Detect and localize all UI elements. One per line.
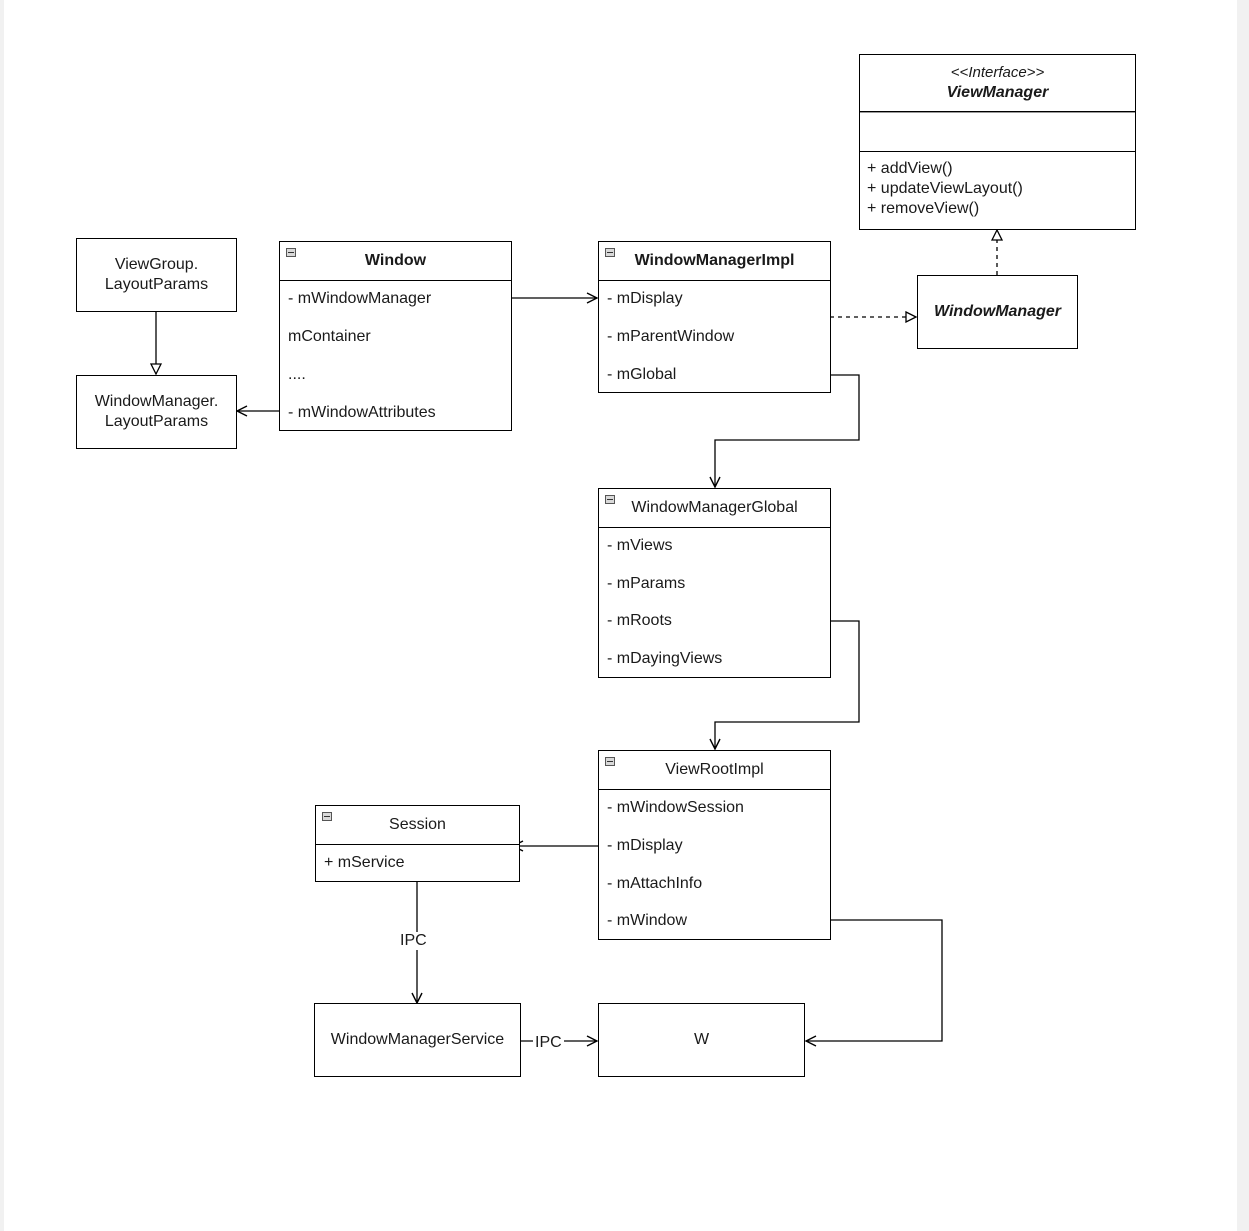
viewroot-class-name: ViewRootImpl [665,761,764,778]
diagram-canvas: <<Interface>> ViewManager + addView() + … [4,0,1237,1231]
viewgroup-layoutparams[interactable]: ViewGroup. LayoutParams [76,238,237,312]
session-class[interactable]: Session + mService [315,805,520,882]
collapse-icon[interactable] [286,248,296,257]
interface-header: <<Interface>> ViewManager [860,55,1135,112]
interface-stereotype: <<Interface>> [950,64,1045,81]
windowmanager-name: WindowManager [934,303,1061,320]
wmparams-line2: LayoutParams [104,413,209,430]
edge-mwindow [806,919,943,1041]
global-class-name: WindowManagerGlobal [631,499,798,516]
viewroot-header: ViewRootImpl [599,751,830,790]
wmparams-line1: WindowManager. [94,393,219,410]
viewgroup-line2: LayoutParams [104,276,209,293]
windowmanagerimpl-class[interactable]: WindowManagerImpl - mDisplay - mParentWi… [598,241,831,393]
viewroot-field: - mAttachInfo [607,875,703,892]
session-class-name: Session [389,816,446,833]
window-header: Window [280,242,511,281]
edge-mglobal [715,374,860,487]
w-box[interactable]: W [598,1003,805,1077]
method-addview: + addView() [867,160,953,177]
window-class-name: Window [364,252,427,269]
ipc-label-vertical: IPC [398,932,429,950]
window-field: - mWindowAttributes [288,404,436,421]
viewmanager-interface[interactable]: <<Interface>> ViewManager + addView() + … [859,54,1136,230]
impl-class-name: WindowManagerImpl [634,252,795,269]
collapse-icon[interactable] [605,495,615,504]
method-updateviewlayout: + updateViewLayout() [867,180,1023,197]
session-field: + mService [324,854,405,871]
windowmanagerservice-box[interactable]: WindowManagerService [314,1003,521,1077]
session-header: Session [316,806,519,845]
ipc-label-horizontal: IPC [533,1034,564,1052]
interface-name: ViewManager [946,84,1049,101]
windowmanagerglobal-class[interactable]: WindowManagerGlobal - mViews - mParams -… [598,488,831,678]
edge-mroots [715,620,860,749]
impl-field: - mDisplay [607,290,683,307]
viewroot-field: - mDisplay [607,837,683,854]
connector-layer [4,0,1237,1231]
collapse-icon[interactable] [605,248,615,257]
wms-name: WindowManagerService [330,1031,505,1048]
window-field: - mWindowManager [288,290,432,307]
global-field: - mRoots [607,612,672,629]
window-class[interactable]: Window - mWindowManager mContainer .... … [279,241,512,431]
w-name: W [693,1031,710,1048]
global-field: - mParams [607,575,686,592]
viewgroup-line1: ViewGroup. [114,256,199,273]
interface-attributes [860,112,1135,152]
windowmanager-interface[interactable]: WindowManager [917,275,1078,349]
impl-header: WindowManagerImpl [599,242,830,281]
impl-field: - mGlobal [607,366,677,383]
window-field: .... [288,366,306,383]
collapse-icon[interactable] [605,757,615,766]
global-field: - mViews [607,537,673,554]
windowmanager-layoutparams[interactable]: WindowManager. LayoutParams [76,375,237,449]
collapse-icon[interactable] [322,812,332,821]
method-removeview: + removeView() [867,200,980,217]
viewroot-field: - mWindow [607,912,688,929]
viewroot-field: - mWindowSession [607,799,744,816]
interface-methods: + addView() + updateViewLayout() + remov… [860,152,1135,219]
global-field: - mDayingViews [607,650,723,667]
window-field: mContainer [288,328,371,345]
global-header: WindowManagerGlobal [599,489,830,528]
viewrootimpl-class[interactable]: ViewRootImpl - mWindowSession - mDisplay… [598,750,831,940]
impl-field: - mParentWindow [607,328,735,345]
